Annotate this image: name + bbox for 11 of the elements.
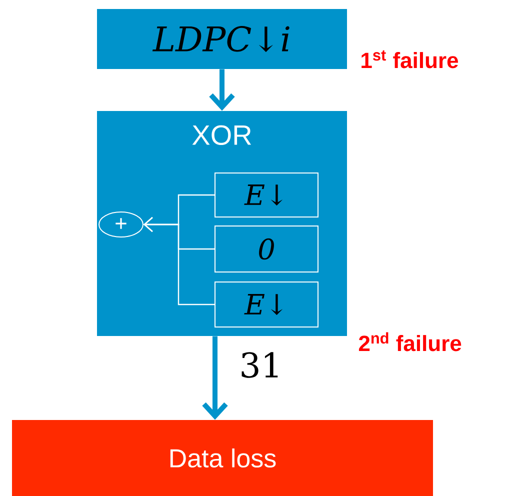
edge-label: 31 [242, 352, 278, 378]
formula-box: LDPC↓i [97, 9, 347, 69]
arrow [144, 217, 214, 306]
output-box: Data loss [12, 420, 433, 496]
arrow [202, 336, 228, 420]
term-box: 0 [214, 226, 318, 272]
failure-label: 1$^{st}$ failure [362, 50, 458, 68]
term-box: E↓ [214, 172, 318, 218]
failure-label: 2$^{nd}$ failure [358, 332, 462, 352]
term-box: E↓ [214, 282, 318, 328]
arrow [209, 69, 235, 111]
